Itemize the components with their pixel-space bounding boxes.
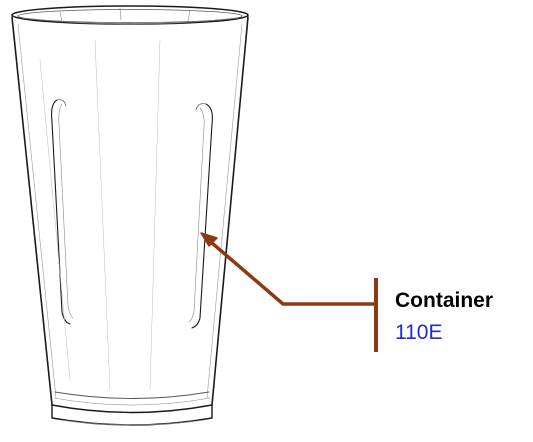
leader-line	[200, 232, 378, 352]
leader-arrowhead	[200, 232, 218, 247]
part-number-label: 110E	[395, 321, 443, 344]
part-name-label: Container	[395, 289, 494, 312]
container-illustration	[11, 5, 249, 426]
cup-reflections	[39, 39, 161, 391]
cup-body	[11, 16, 249, 406]
cup-base	[51, 391, 213, 426]
left-flute	[51, 99, 74, 325]
leader-path	[203, 235, 375, 306]
cup-rim	[11, 5, 249, 25]
right-flute	[188, 103, 213, 329]
